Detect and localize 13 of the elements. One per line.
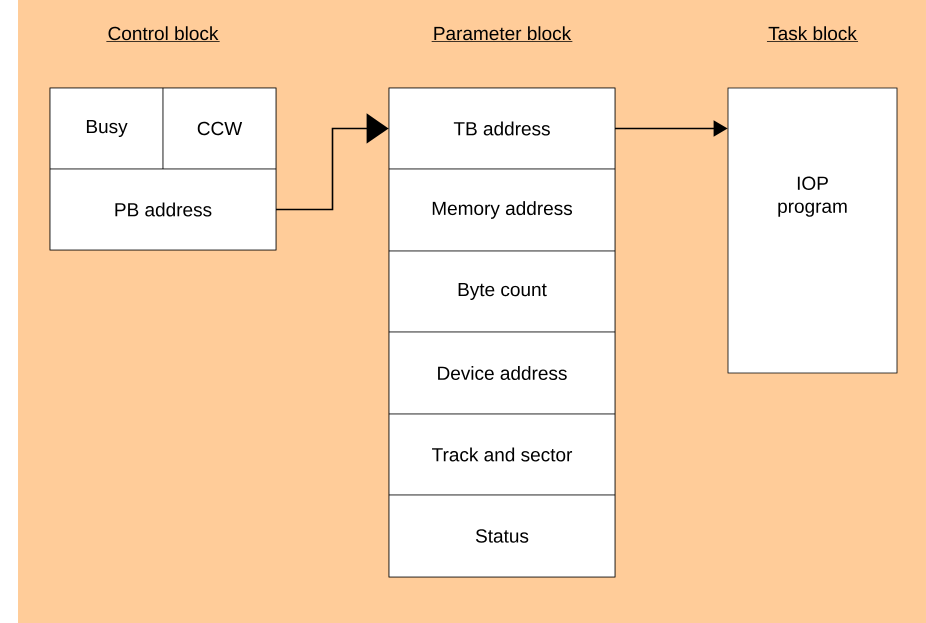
table-cell: TB address — [388, 88, 616, 170]
table-cell: Device address — [388, 332, 616, 414]
block-title: Parameter block — [431, 26, 573, 42]
table-cell: Track and sector — [388, 414, 616, 496]
table-cell: CCW — [162, 88, 276, 170]
table-cell: PB address — [50, 168, 276, 250]
table-cell: Memory address — [388, 168, 616, 252]
table-cell: Status — [388, 494, 616, 578]
table-cell: Busy — [50, 88, 164, 170]
task-box: IOP program — [728, 88, 898, 374]
table-cell: Byte count — [388, 250, 616, 332]
block-title: Task block — [766, 26, 858, 42]
block-title: Control block — [106, 26, 220, 42]
